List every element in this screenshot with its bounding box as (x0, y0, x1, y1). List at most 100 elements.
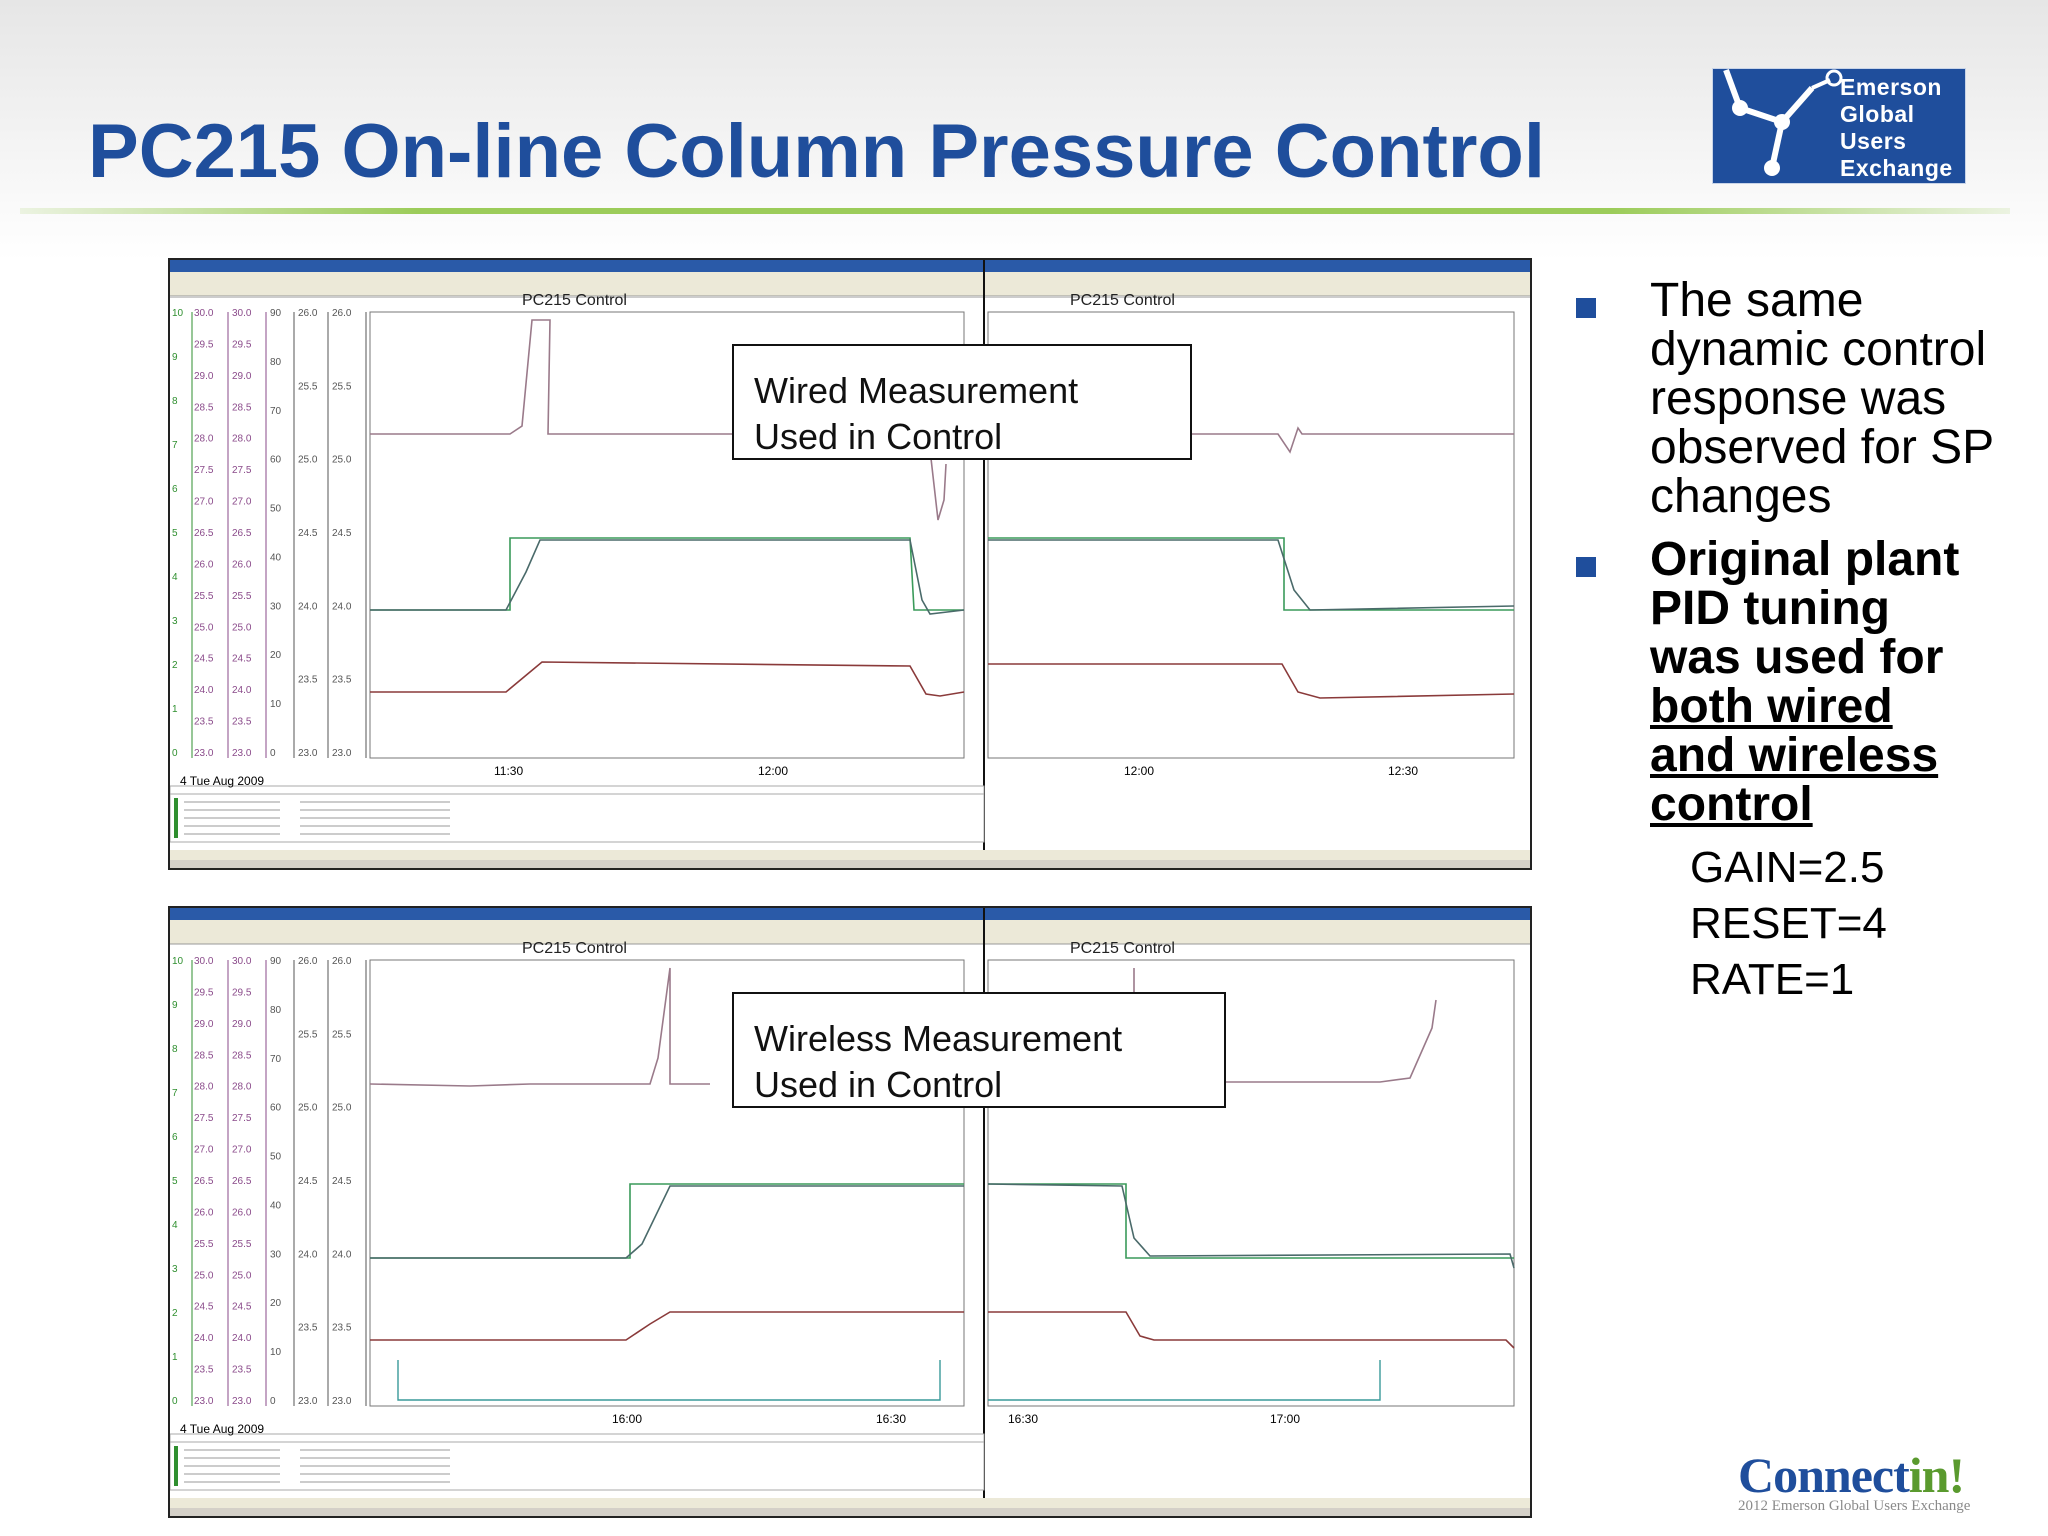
axis-tick-label: 25.5 (194, 1239, 214, 1250)
axis-tick-label: 28.0 (194, 1082, 214, 1093)
panel-title-left: PC215 Control (522, 940, 627, 957)
axis-tick-label: 28.0 (232, 434, 252, 445)
axis-tick-label: 8 (172, 1044, 178, 1055)
axis-tick-label: 26.0 (232, 1207, 252, 1218)
axis-tick-label: 24.0 (194, 685, 214, 696)
axis-tick-label: 30 (270, 601, 282, 612)
axis-tick-label: 6 (172, 484, 178, 495)
axis-tick-label: 26.0 (332, 308, 352, 319)
connectin-subtitle: 2012 Emerson Global Users Exchange (1738, 1498, 1971, 1514)
axis-tick-label: 24.0 (332, 1249, 352, 1260)
axis-tick-label: 23.5 (298, 1323, 318, 1334)
logo-line-4: Exchange (1840, 155, 1953, 181)
title-underline (20, 208, 2010, 214)
axis-tick-label: 27.0 (232, 1145, 252, 1156)
trend-date: 4 Tue Aug 2009 (180, 1422, 265, 1436)
axis-tick-label: 26.0 (298, 308, 318, 319)
axis-tick-label: 29.0 (232, 1019, 252, 1030)
callout-line-1: Wireless Measurement (754, 1018, 1123, 1059)
param-rate: RATE=1 (1690, 955, 1855, 1004)
axis-tick-label: 23.0 (194, 748, 214, 759)
axis-tick-label: 24.5 (232, 654, 252, 665)
axis-tick-label: 23.0 (332, 1396, 352, 1407)
trend-date: 4 Tue Aug 2009 (180, 774, 265, 788)
axis-tick-label: 3 (172, 616, 178, 627)
axis-tick-label: 29.0 (194, 1019, 214, 1030)
axis-tick-label: 25.5 (232, 591, 252, 602)
axis-tick-label: 26.0 (298, 956, 318, 967)
axis-tick-label: 25.5 (232, 1239, 252, 1250)
axis-tick-label: 26.0 (232, 559, 252, 570)
axis-tick-label: 25.0 (194, 1270, 214, 1281)
axis-tick-label: 3 (172, 1264, 178, 1275)
connectin-word: Connect (1738, 1447, 1910, 1503)
square-bullet-icon (1576, 557, 1596, 577)
axis-tick-label: 30.0 (194, 956, 214, 967)
axis-tick-label: 25.5 (332, 1029, 352, 1040)
axis-tick-label: 27.5 (232, 465, 252, 476)
axis-tick-label: 23.0 (298, 748, 318, 759)
callout-line-2: Used in Control (754, 1064, 1003, 1105)
axis-tick-label: 23.0 (232, 1396, 252, 1407)
axis-tick-label: 4 (172, 572, 178, 583)
axis-tick-label: 24.0 (298, 1249, 318, 1260)
axis-tick-label: 24.0 (332, 601, 352, 612)
axis-tick-label: 30.0 (232, 308, 252, 319)
axis-tick-label: 50 (270, 1152, 282, 1163)
axis-tick-label: 26.5 (194, 528, 214, 539)
axis-tick-label: 24.0 (298, 601, 318, 612)
logo-line-2: Global (1840, 101, 1915, 127)
axis-tick-label: 28.5 (194, 1050, 214, 1061)
axis-tick-label: 29.5 (232, 339, 252, 350)
callout-wireless: Wireless Measurement Used in Control (732, 992, 1226, 1108)
axis-tick-label: 50 (270, 504, 282, 515)
axis-tick-label: 0 (172, 1396, 178, 1407)
axis-tick-label: 10 (270, 699, 282, 710)
tuning-params: GAIN=2.5 RESET=4 RATE=1 (1690, 840, 1887, 1008)
axis-tick-label: 1 (172, 704, 178, 715)
axis-tick-label: 4 (172, 1220, 178, 1231)
axis-tick-label: 26.5 (194, 1176, 214, 1187)
axis-tick-label: 8 (172, 396, 178, 407)
callout-wired: Wired Measurement Used in Control (732, 344, 1192, 460)
axis-tick-label: 7 (172, 440, 178, 451)
axis-tick-label: 27.5 (194, 465, 214, 476)
axis-tick-label: 20 (270, 650, 282, 661)
slide-title: PC215 On-line Column Pressure Control (88, 109, 1545, 194)
axis-tick-label: 27.0 (194, 1145, 214, 1156)
axis-tick-label: 23.5 (232, 717, 252, 728)
axis-tick-label: 10 (172, 956, 184, 967)
bullet-text: The same dynamic control response was ob… (1650, 274, 1994, 523)
axis-tick-label: 28.5 (194, 402, 214, 413)
axis-tick-label: 23.0 (298, 1396, 318, 1407)
param-reset: RESET=4 (1690, 899, 1887, 948)
axis-tick-label: 6 (172, 1132, 178, 1143)
axis-tick-label: 24.5 (298, 528, 318, 539)
axis-tick-label: 25.0 (232, 622, 252, 633)
axis-tick-label: 23.0 (194, 1396, 214, 1407)
axis-tick-label: 23.5 (332, 1323, 352, 1334)
axis-tick-label: 26.0 (194, 559, 214, 570)
axis-tick-label: 80 (270, 1005, 282, 1016)
emerson-logo: Emerson Global Users Exchange (1711, 67, 1967, 185)
axis-tick-label: 24.5 (298, 1176, 318, 1187)
panel-title-right: PC215 Control (1070, 292, 1175, 309)
axis-tick-label: 9 (172, 1000, 178, 1011)
axis-tick-label: 5 (172, 528, 178, 539)
axis-tick-label: 60 (270, 1103, 282, 1114)
axis-tick-label: 29.5 (232, 987, 252, 998)
square-bullet-icon (1576, 298, 1596, 318)
axis-tick-label: 20 (270, 1298, 282, 1309)
axis-tick-label: 25.0 (232, 1270, 252, 1281)
axis-tick-label: 24.5 (194, 654, 214, 665)
axis-tick-label: 26.5 (232, 1176, 252, 1187)
axis-tick-label: 26.0 (332, 956, 352, 967)
axis-tick-label: 25.5 (298, 1029, 318, 1040)
axis-tick-label: 70 (270, 1054, 282, 1065)
time-label: 17:00 (1270, 1412, 1301, 1426)
axis-tick-label: 24.5 (194, 1302, 214, 1313)
axis-tick-label: 24.0 (194, 1333, 214, 1344)
bullet-line: Original plant (1650, 533, 1960, 586)
axis-tick-label: 24.0 (232, 685, 252, 696)
axis-tick-label: 90 (270, 956, 282, 967)
